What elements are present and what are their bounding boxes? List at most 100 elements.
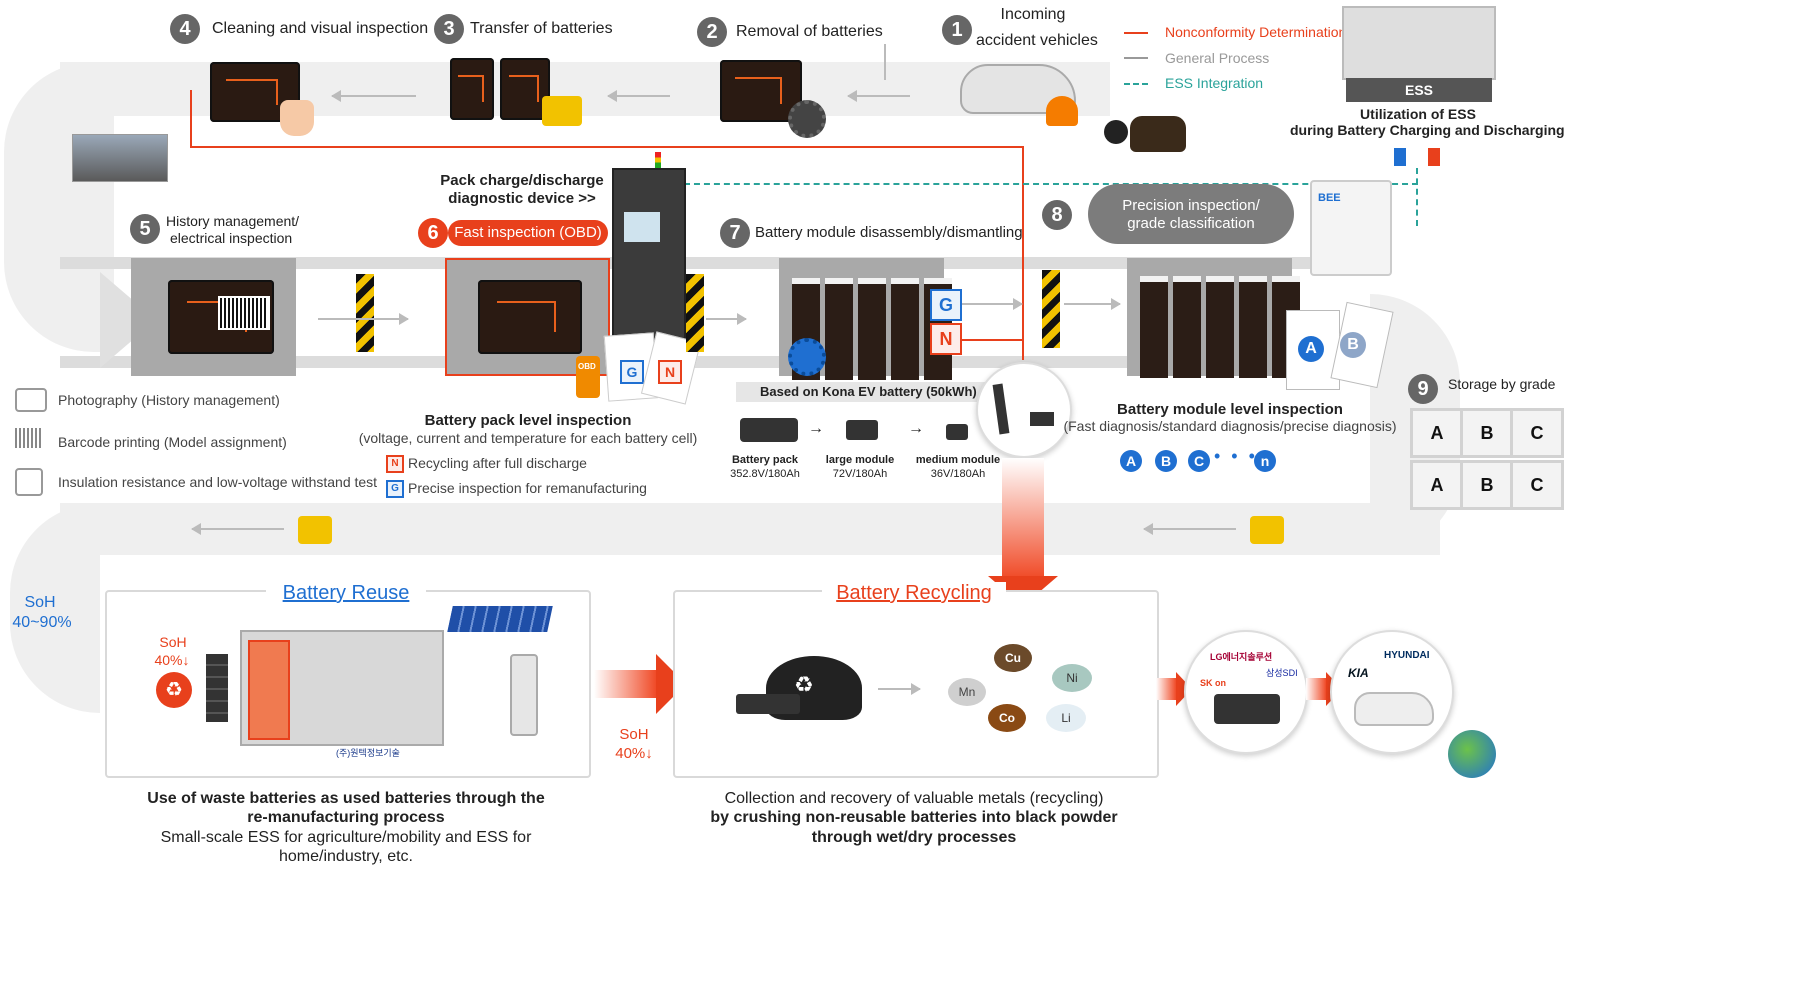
flow-arrow-lower-1 bbox=[191, 523, 284, 535]
battery-obd-icon bbox=[478, 280, 582, 354]
flow-arrow-top-2 bbox=[607, 90, 670, 102]
storage-rack-b1: B bbox=[1460, 408, 1514, 458]
recycling-desc-1: Collection and recovery of valuable meta… bbox=[724, 790, 1104, 807]
battery-pack-icon bbox=[740, 418, 798, 442]
module-unit bbox=[1239, 276, 1267, 378]
storage-rack-b2: B bbox=[1460, 460, 1514, 510]
reuse-desc-bold-2: re-manufacturing process bbox=[247, 809, 445, 826]
pack-device-line2: diagnostic device >> bbox=[448, 190, 596, 207]
reuse-desc-2: home/industry, etc. bbox=[279, 848, 413, 865]
dismantled-parts-image bbox=[976, 362, 1072, 458]
wrench-gear-icon bbox=[788, 338, 826, 376]
hazard-gate-3 bbox=[1042, 270, 1060, 348]
step-9-label: Storage by grade bbox=[1448, 376, 1556, 392]
left-list-item-3: Insulation resistance and low-voltage wi… bbox=[58, 474, 378, 490]
kona-item-3-name: medium module bbox=[915, 454, 1001, 466]
crushed-battery-icon bbox=[736, 694, 800, 714]
report-g-badge: G bbox=[620, 360, 644, 384]
middle-conveyor-lane bbox=[60, 257, 1370, 269]
recycling-title: Battery Recycling bbox=[822, 582, 1006, 605]
ess-red-rack bbox=[248, 640, 290, 740]
module-inspection-title: Battery module level inspection bbox=[1117, 401, 1343, 418]
tire-icon bbox=[1104, 120, 1128, 144]
lg-logo: LG에너지솔루션 bbox=[1210, 652, 1273, 662]
cell-module-image bbox=[1214, 694, 1280, 724]
module-unit bbox=[1206, 276, 1234, 378]
storage-rack-a1: A bbox=[1410, 408, 1464, 458]
step-4-label: Cleaning and visual inspection bbox=[212, 20, 429, 37]
soh-left-line1: SoH bbox=[24, 594, 56, 611]
hazard-gate-2 bbox=[686, 274, 704, 352]
step-4-number: 4 bbox=[170, 14, 200, 44]
obd-label: OBD bbox=[578, 362, 596, 371]
kona-title-bar bbox=[736, 382, 992, 402]
module-bank-8 bbox=[1140, 276, 1300, 378]
hyundai-logo: HYUNDAI bbox=[1384, 650, 1430, 661]
module-unit bbox=[891, 278, 919, 380]
metal-li: Li bbox=[1046, 704, 1086, 732]
step-1-number: 1 bbox=[942, 15, 972, 45]
kona-arrow-2: → bbox=[908, 420, 924, 437]
step-1-line1: Incoming bbox=[1000, 6, 1066, 23]
step-5-line2: electrical inspection bbox=[170, 230, 293, 246]
pack-inspection-title: Battery pack level inspection bbox=[424, 412, 632, 429]
gauge-icon bbox=[15, 468, 43, 496]
storage-rack-a2: A bbox=[1410, 460, 1464, 510]
camera-icon bbox=[15, 388, 47, 412]
wrecked-car-icon bbox=[1130, 116, 1186, 152]
grade-c: C bbox=[1188, 450, 1210, 472]
accident-fire-icon bbox=[1046, 96, 1078, 126]
legend-nonconformity-line bbox=[1124, 32, 1148, 34]
left-list-item-2: Barcode printing (Model assignment) bbox=[58, 434, 287, 450]
pack-device-line1: Pack charge/discharge bbox=[440, 172, 604, 189]
battery-transfer-icon-2 bbox=[500, 58, 550, 120]
step-2-number: 2 bbox=[697, 17, 727, 47]
reuse-partner-logo: (주)원텍정보기술 bbox=[336, 748, 400, 758]
obd-device bbox=[576, 356, 600, 398]
step-2-label: Removal of batteries bbox=[736, 23, 883, 40]
cabinet-screen bbox=[624, 212, 660, 242]
forklift-icon bbox=[542, 96, 582, 126]
module-unit bbox=[858, 278, 886, 380]
kona-item-2-name: large module bbox=[825, 454, 895, 466]
dismantled-part-2 bbox=[1030, 412, 1054, 426]
kona-title: Based on Kona EV battery (50kWh) bbox=[760, 384, 977, 399]
ev-car-image bbox=[1354, 692, 1434, 726]
step-7-label: Battery module disassembly/dismantling bbox=[755, 224, 1023, 241]
gear-icon bbox=[788, 100, 826, 138]
grade-n: n bbox=[1254, 450, 1276, 472]
medium-module-icon bbox=[946, 424, 968, 440]
storage-rack-c2: C bbox=[1510, 460, 1564, 510]
reuse-desc-1: Small-scale ESS for agriculture/mobility… bbox=[160, 829, 532, 846]
reuse-desc-bold-1: Use of waste batteries as used batteries… bbox=[147, 790, 545, 807]
pack-inspection-subtitle: (voltage, current and temperature for ea… bbox=[358, 430, 698, 446]
battery-photo bbox=[72, 134, 168, 182]
metal-cu: Cu bbox=[994, 644, 1032, 672]
flow-arrow-lower-2 bbox=[1143, 523, 1236, 535]
module-unit bbox=[1140, 276, 1168, 378]
step-8-box bbox=[1088, 184, 1294, 244]
legend-general-label: General Process bbox=[1165, 50, 1270, 66]
grade-b: B bbox=[1155, 450, 1177, 472]
nonconformity-line-3 bbox=[1022, 146, 1024, 360]
left-list-item-1: Photography (History management) bbox=[58, 392, 280, 408]
flow-arrow-top-1 bbox=[847, 90, 910, 102]
n-nonconformity-line bbox=[962, 339, 1022, 341]
step-1-line2: accident vehicles bbox=[976, 32, 1098, 49]
ess-integration-line-2 bbox=[1416, 168, 1418, 226]
recycling-desc-bold-2: by crushing non-reusable batteries into … bbox=[710, 809, 1118, 826]
kona-arrow-1: → bbox=[808, 420, 824, 437]
step-8-number: 8 bbox=[1042, 200, 1072, 230]
samsung-logo: 삼성SDI bbox=[1266, 668, 1298, 678]
kona-item-1-name: Battery pack bbox=[731, 454, 799, 466]
metal-mn: Mn bbox=[948, 678, 986, 706]
step-5-line1: History management/ bbox=[166, 213, 300, 229]
barcode-sticker bbox=[218, 296, 270, 330]
kia-logo: KIA bbox=[1348, 666, 1369, 680]
step-3-label: Transfer of batteries bbox=[470, 20, 613, 37]
reuse-recycle-icon: ♻ bbox=[156, 672, 192, 708]
recycling-desc-bold-3: through wet/dry processes bbox=[811, 829, 1017, 846]
step-3-number: 3 bbox=[434, 14, 464, 44]
forklift-icon-lower-2 bbox=[1250, 516, 1284, 544]
large-module-icon bbox=[846, 420, 878, 440]
